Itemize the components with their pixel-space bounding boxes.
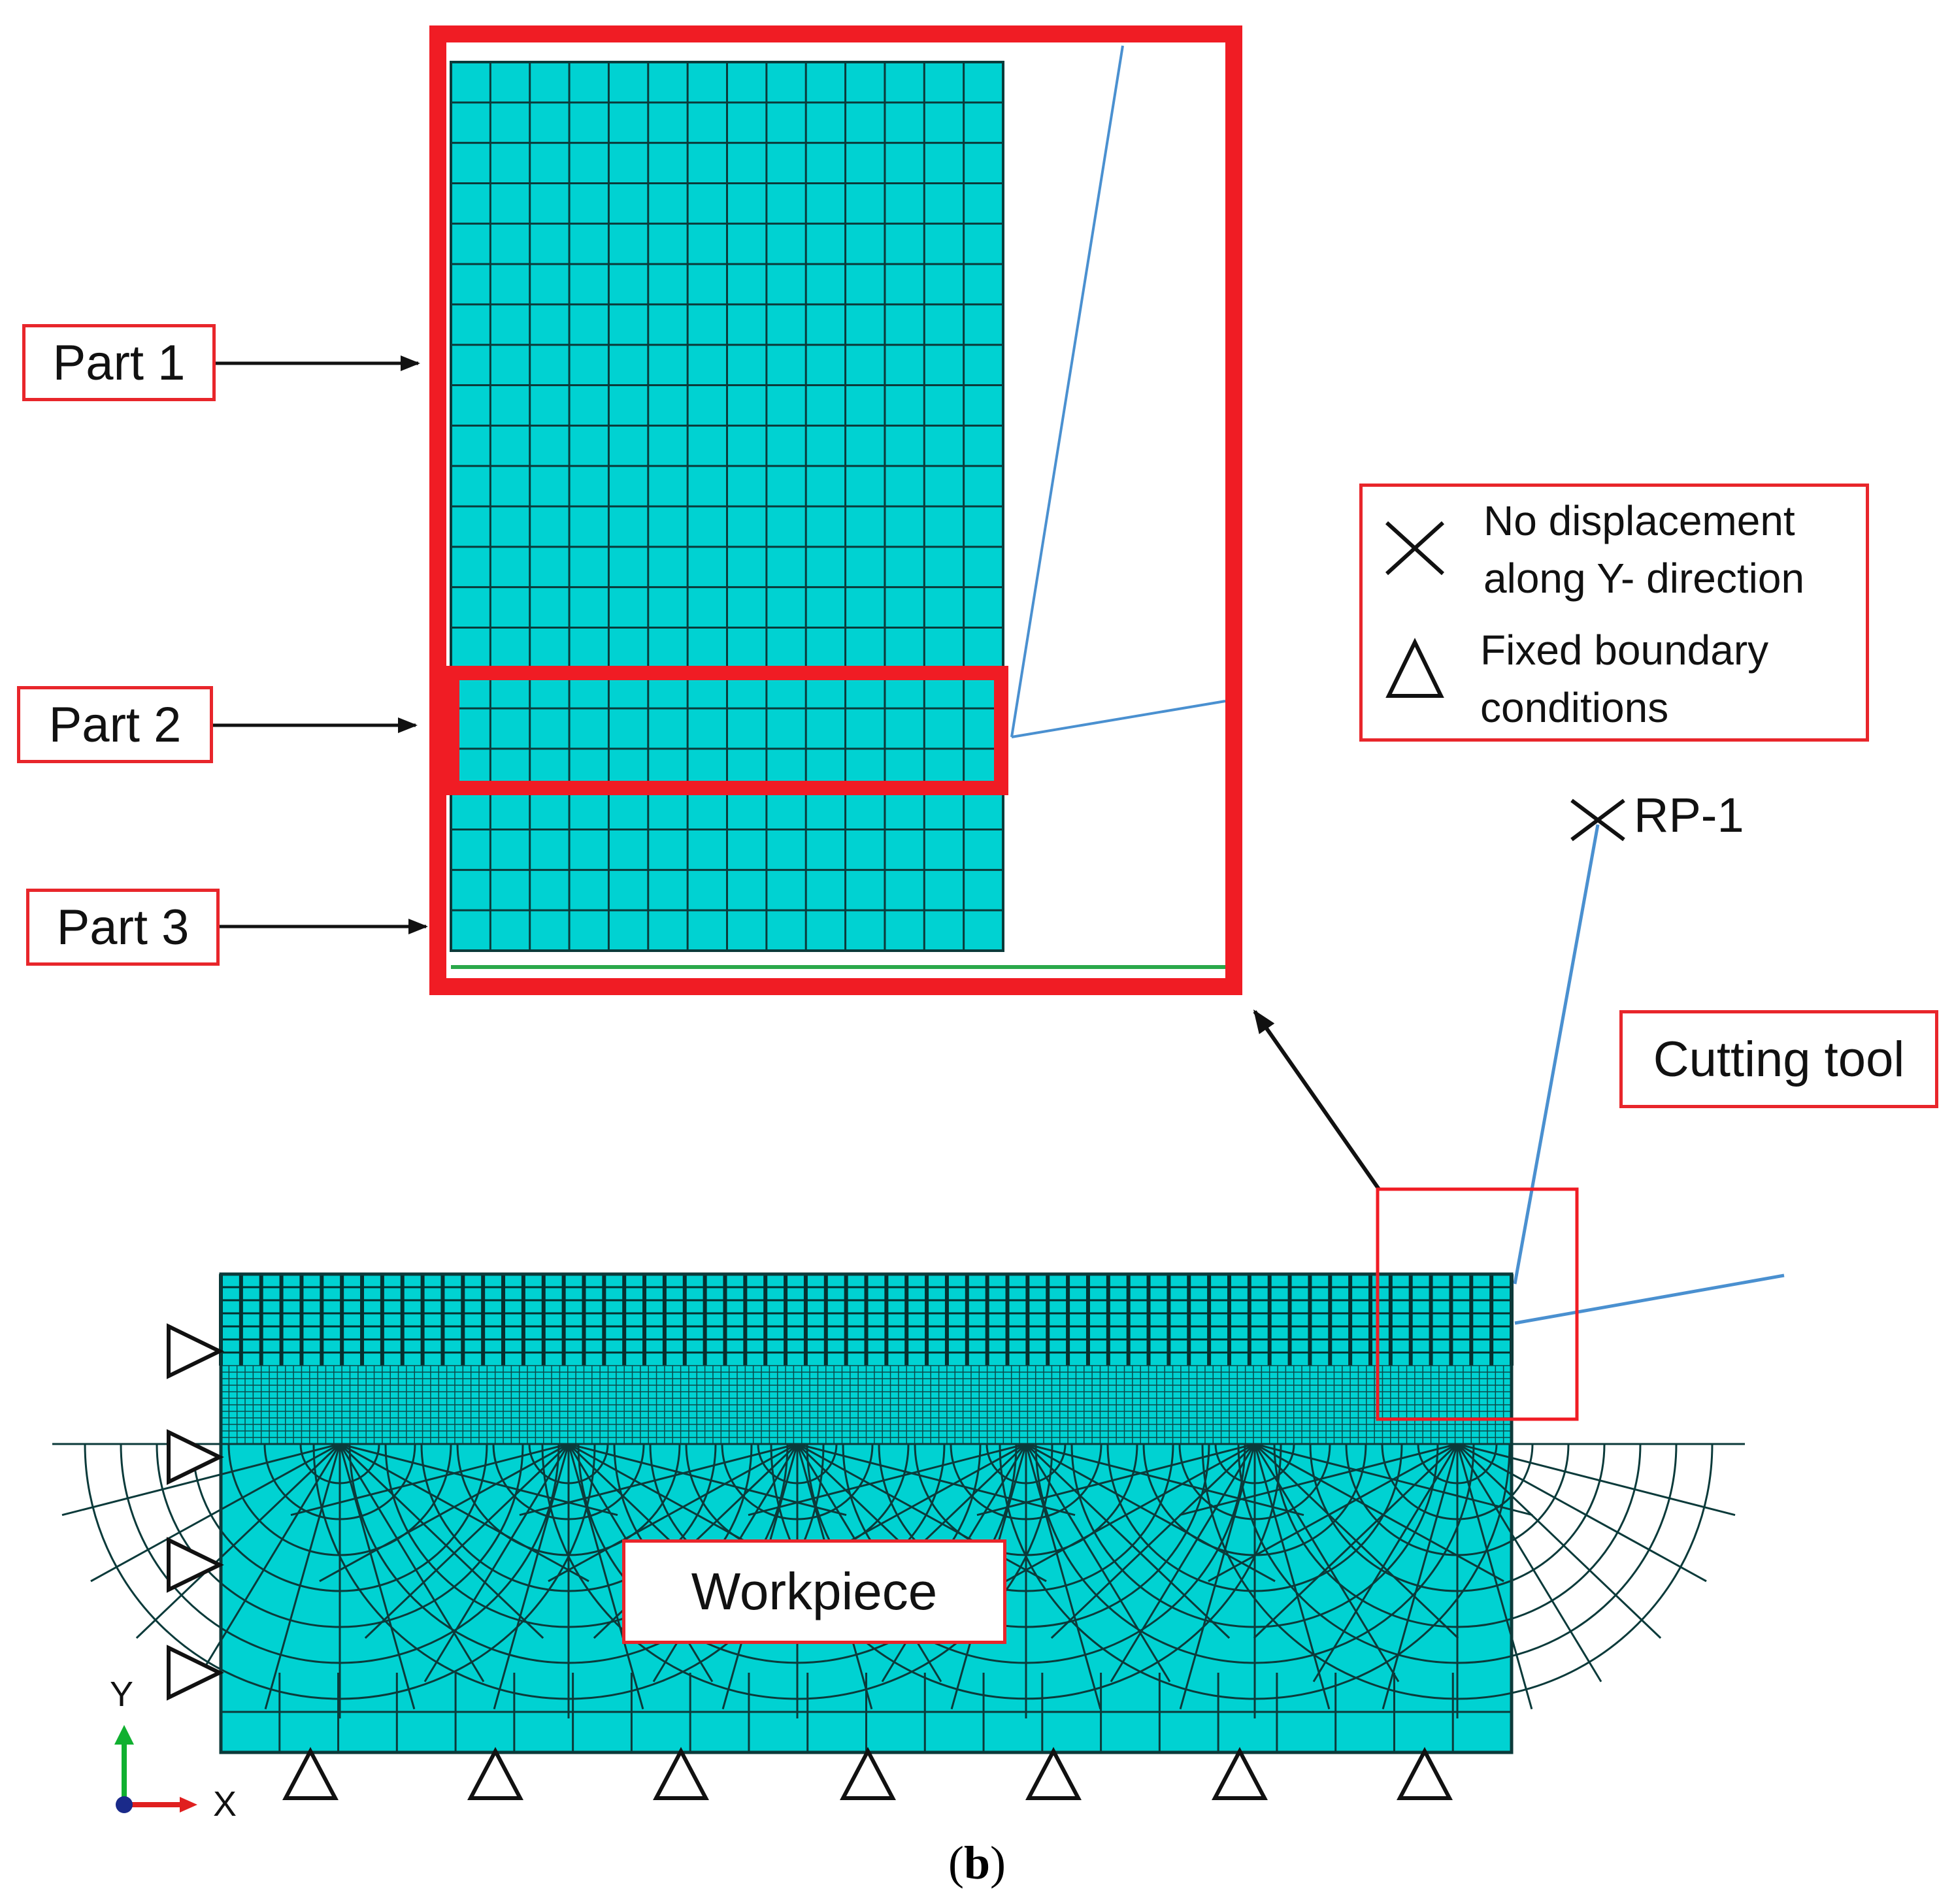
coarse-mesh-ray xyxy=(1456,1443,1533,1710)
left-triangle-icon xyxy=(167,1429,224,1485)
part2-highlight-frame xyxy=(445,666,1008,795)
bottom-triangle-icon xyxy=(467,1747,523,1800)
coarse-mesh-ray xyxy=(1253,1443,1331,1710)
figure-caption: (b) xyxy=(0,1836,1954,1890)
coarse-mesh-ray xyxy=(1254,1443,1504,1583)
legend-triangle-line1: Fixed boundary xyxy=(1480,627,1769,674)
coarse-mesh-ray xyxy=(1025,1443,1276,1583)
coarse-mesh-ray xyxy=(319,1443,569,1583)
zoom-mesh-grid xyxy=(451,62,1003,951)
coarse-mesh-ray xyxy=(1179,1443,1458,1517)
coarse-mesh-ray xyxy=(135,1443,341,1639)
coarse-mesh-ray xyxy=(976,1443,1255,1517)
bottom-triangle-icon xyxy=(1212,1747,1268,1800)
bottom-triangle-icon xyxy=(1025,1747,1082,1800)
coarse-mesh-ray xyxy=(548,1443,798,1583)
boundary-legend: No displacement along Y- direction Fixed… xyxy=(1359,484,1869,742)
cutting-tool-label: Cutting tool xyxy=(1619,1010,1938,1108)
zoom-detail xyxy=(429,25,1242,995)
zoom-tool-edge-flank xyxy=(1011,700,1226,738)
left-triangle-icon xyxy=(167,1537,224,1593)
triangle-icon xyxy=(1385,638,1444,698)
coarse-mesh-ray xyxy=(1208,1443,1458,1583)
part3-label: Part 3 xyxy=(26,889,220,966)
left-triangle-icon xyxy=(167,1645,224,1701)
y-axis-arrowhead xyxy=(114,1725,134,1745)
x-axis-arrowhead xyxy=(180,1797,197,1813)
zoom-tool-edge-rake xyxy=(1010,45,1124,738)
zoom-mesh-border xyxy=(450,61,1004,952)
legend-cross-line2: along Y- direction xyxy=(1483,555,1805,602)
zoom-region-marker xyxy=(1376,1187,1579,1421)
part1-text: Part 1 xyxy=(52,335,186,391)
coarse-mesh-ray xyxy=(364,1443,570,1639)
bottom-triangle-icon xyxy=(282,1747,339,1800)
zoom-frame xyxy=(429,25,1242,995)
coarse-mesh-ray xyxy=(264,1443,341,1710)
axis-origin xyxy=(116,1796,133,1813)
coarse-mesh-ray xyxy=(339,1443,485,1682)
coarse-mesh-ray xyxy=(1457,1443,1736,1517)
coarse-mesh-ray xyxy=(339,1443,544,1639)
tool-rake-face xyxy=(1513,824,1600,1285)
caption-letter: b xyxy=(963,1837,991,1889)
workpiece-text: Workpiece xyxy=(691,1562,938,1620)
bottom-triangle-icon xyxy=(840,1747,896,1800)
coarse-mesh-ray xyxy=(1382,1443,1459,1710)
coarse-mesh-ray xyxy=(1456,1443,1602,1682)
cutting-tool-text: Cutting tool xyxy=(1653,1031,1905,1087)
bottom-boundary-triangles xyxy=(282,1747,1453,1800)
caption-close-paren: ) xyxy=(990,1837,1006,1889)
coarse-mesh-ray xyxy=(339,1443,589,1583)
coarse-mesh-ray xyxy=(1253,1443,1459,1639)
bottom-triangle-icon xyxy=(653,1747,709,1800)
part2-label: Part 2 xyxy=(17,686,213,763)
workpiece-label: Workpiece xyxy=(622,1539,1006,1644)
coarse-mesh-ray xyxy=(1025,1443,1171,1682)
part2-text: Part 2 xyxy=(48,697,182,753)
coarse-mesh-ray xyxy=(61,1443,340,1517)
bottom-triangle-icon xyxy=(1397,1747,1453,1800)
left-boundary-triangles xyxy=(167,1323,224,1701)
coarse-mesh-ray xyxy=(748,1443,1027,1517)
tool-flank-face xyxy=(1514,1273,1785,1325)
coarse-mesh-ray xyxy=(1456,1443,1662,1639)
part1-label: Part 1 xyxy=(22,324,216,401)
coarse-mesh-ray xyxy=(1457,1443,1707,1583)
caption-open-paren: ( xyxy=(948,1837,964,1889)
coarse-mesh-ray xyxy=(1005,1443,1255,1583)
legend-cross-line1: No displacement xyxy=(1483,497,1795,544)
coarse-mesh-ray xyxy=(339,1443,416,1710)
coarse-mesh-ray xyxy=(90,1443,340,1583)
x-axis-label: X xyxy=(213,1784,237,1824)
coarse-mesh-ray xyxy=(1312,1443,1459,1682)
cross-icon xyxy=(1385,521,1445,576)
y-axis-label: Y xyxy=(110,1675,134,1714)
coarse-mesh-ray xyxy=(493,1443,570,1710)
workpiece-model xyxy=(52,798,1785,1754)
coarse-mesh-ray xyxy=(1025,1443,1231,1639)
coarse-mesh-ray xyxy=(519,1443,798,1517)
coarse-mesh-ray xyxy=(290,1443,569,1517)
rp1-label: RP-1 xyxy=(1634,788,1744,842)
part3-text: Part 3 xyxy=(56,899,190,955)
legend-triangle-line2: conditions xyxy=(1480,684,1669,731)
zoom-link-arrow xyxy=(1253,1009,1381,1190)
coarse-mesh-ray xyxy=(1025,1443,1102,1710)
left-triangle-icon xyxy=(167,1323,224,1379)
coarse-mesh-ray xyxy=(1110,1443,1256,1682)
axis-triad xyxy=(114,1725,197,1813)
rp1-cross-icon xyxy=(1570,798,1625,842)
coarse-mesh-ray xyxy=(567,1443,644,1710)
coarse-mesh-ray xyxy=(1050,1443,1256,1639)
